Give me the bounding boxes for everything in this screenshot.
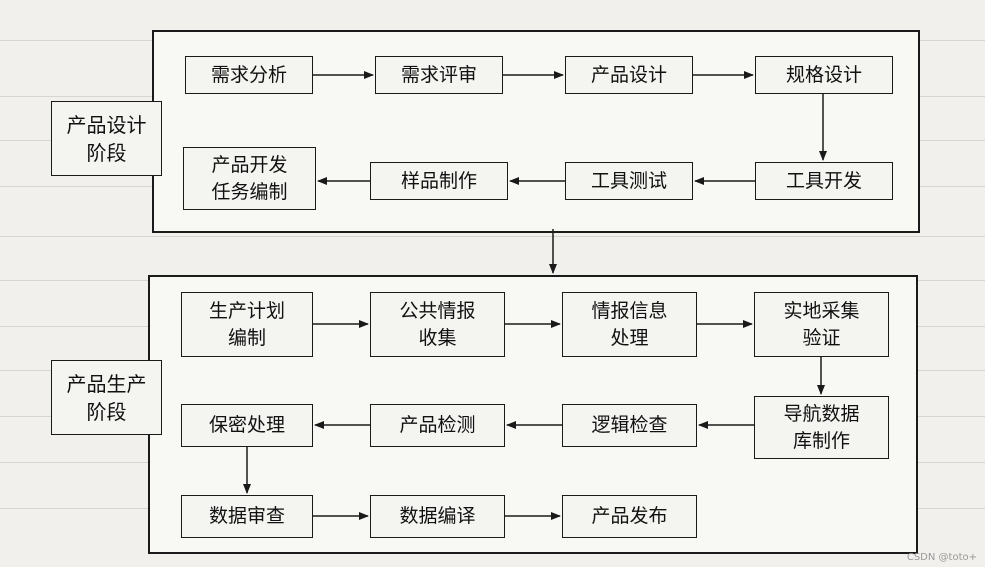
node-tool-development: 工具开发 bbox=[755, 162, 893, 200]
node-product-dev-task: 产品开发 任务编制 bbox=[183, 147, 316, 210]
production-phase-label: 产品生产 阶段 bbox=[51, 360, 162, 435]
node-public-intelligence: 公共情报 收集 bbox=[370, 292, 505, 357]
node-spec-design: 规格设计 bbox=[755, 56, 893, 94]
node-product-inspection: 产品检测 bbox=[370, 404, 505, 447]
design-phase-label: 产品设计 阶段 bbox=[51, 101, 162, 176]
node-requirements-analysis: 需求分析 bbox=[185, 56, 313, 94]
node-production-plan: 生产计划 编制 bbox=[181, 292, 313, 357]
node-field-collection: 实地采集 验证 bbox=[754, 292, 889, 357]
node-tool-testing: 工具测试 bbox=[565, 162, 693, 200]
node-product-design: 产品设计 bbox=[565, 56, 693, 94]
node-confidential-processing: 保密处理 bbox=[181, 404, 313, 447]
watermark: CSDN @toto+ bbox=[906, 552, 977, 563]
node-data-compile: 数据编译 bbox=[370, 495, 505, 538]
node-requirements-review: 需求评审 bbox=[375, 56, 503, 94]
node-sample-production: 样品制作 bbox=[370, 162, 508, 200]
node-info-processing: 情报信息 处理 bbox=[562, 292, 697, 357]
node-logic-check: 逻辑检查 bbox=[562, 404, 697, 447]
node-data-review: 数据审查 bbox=[181, 495, 313, 538]
node-nav-database: 导航数据 库制作 bbox=[754, 396, 889, 459]
node-product-release: 产品发布 bbox=[562, 495, 697, 538]
